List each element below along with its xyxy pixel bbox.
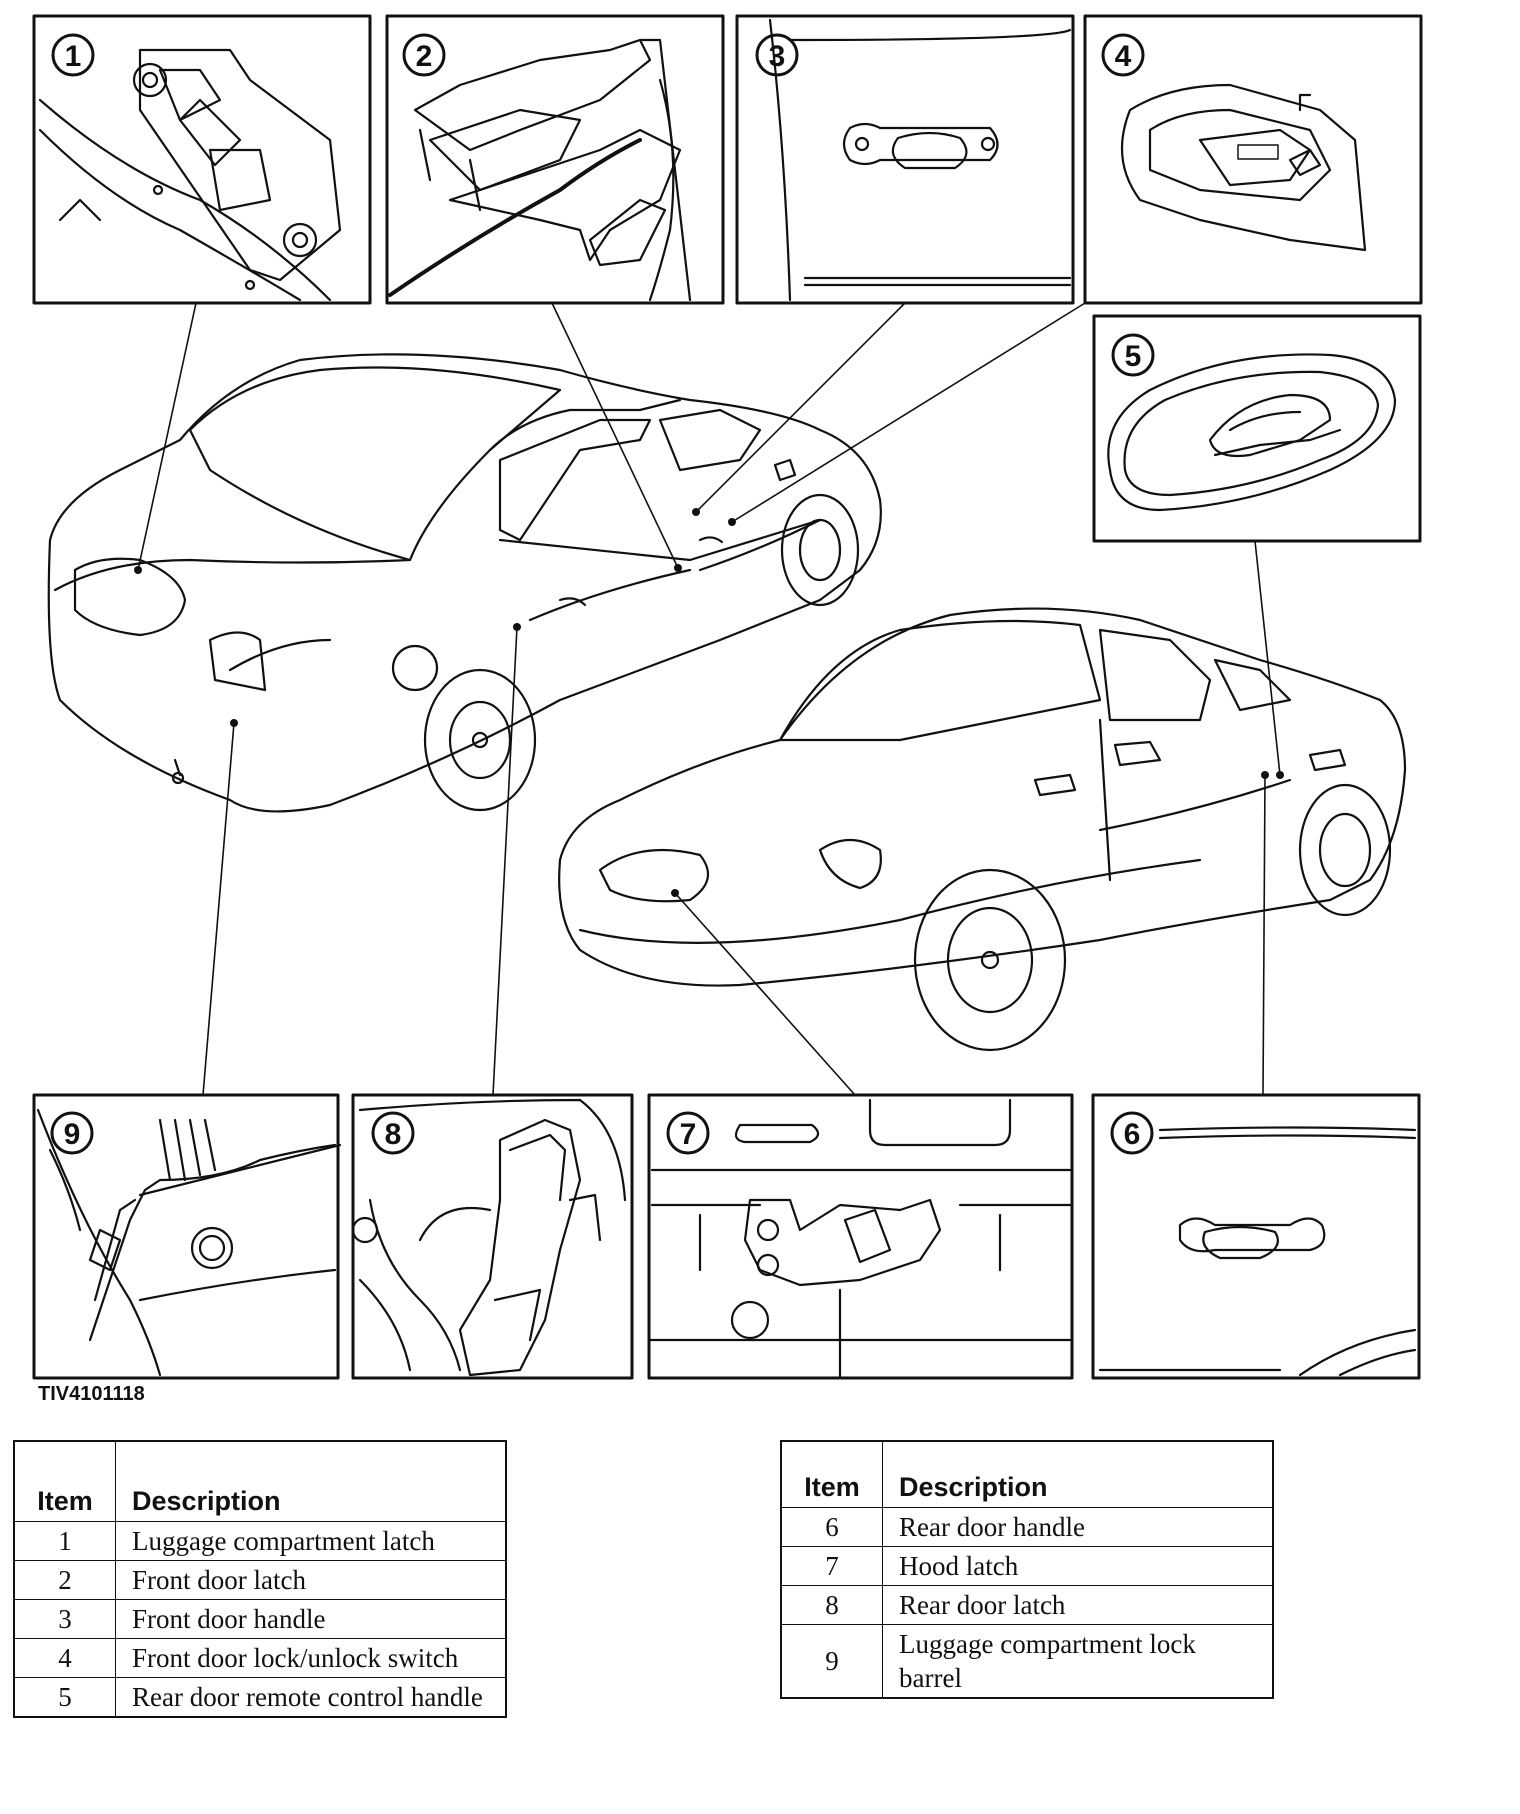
item-description: Rear door latch — [882, 1584, 1274, 1625]
callout-6: 6 — [1124, 1118, 1141, 1151]
callout-5: 5 — [1125, 340, 1142, 373]
item-number: 7 — [780, 1545, 883, 1586]
item-description: Front door latch — [115, 1559, 507, 1600]
callout-9: 9 — [64, 1118, 81, 1151]
item-number: 8 — [780, 1584, 883, 1625]
header-item: Item — [13, 1440, 116, 1522]
table-row: 7 Hood latch — [780, 1545, 1274, 1586]
item-description: Front door handle — [115, 1598, 507, 1639]
callout-8: 8 — [385, 1118, 402, 1151]
item-description: Luggage compartment latch — [115, 1520, 507, 1561]
item-description: Rear door handle — [882, 1506, 1274, 1547]
legend-table-left: Item Description 1 Luggage compartment l… — [13, 1440, 507, 1718]
panel-5 — [1092, 314, 1422, 543]
table-row: 8 Rear door latch — [780, 1584, 1274, 1625]
panel-9 — [32, 1093, 342, 1380]
item-number: 3 — [13, 1598, 116, 1639]
callout-2: 2 — [416, 40, 433, 73]
item-number: 9 — [780, 1623, 883, 1698]
header-description: Description — [882, 1440, 1274, 1508]
item-description: Front door lock/unlock switch — [115, 1637, 507, 1678]
figure-id: TIV4101118 — [38, 1383, 145, 1405]
panel-3 — [735, 14, 1075, 305]
header-item: Item — [780, 1440, 883, 1508]
item-number: 5 — [13, 1676, 116, 1717]
item-description: Hood latch — [882, 1545, 1274, 1586]
leader-dots — [134, 508, 1284, 897]
table-row: 1 Luggage compartment latch — [13, 1520, 507, 1561]
table-row: 9 Luggage compartment lock barrel — [780, 1623, 1274, 1698]
panel-4 — [1083, 14, 1423, 305]
table-row: 3 Front door handle — [13, 1598, 507, 1639]
leader-lines — [137, 302, 1281, 1096]
table-row: 5 Rear door remote control handle — [13, 1676, 507, 1717]
callout-4: 4 — [1115, 40, 1132, 73]
callout-7: 7 — [680, 1118, 697, 1151]
item-description: Luggage compartment lock barrel — [882, 1623, 1274, 1698]
panel-6 — [1091, 1093, 1421, 1380]
car-front-view — [558, 607, 1407, 1052]
item-number: 6 — [780, 1506, 883, 1547]
item-description: Rear door remote control handle — [115, 1676, 507, 1717]
item-number: 2 — [13, 1559, 116, 1600]
locks-diagram: 1 2 3 4 5 6 7 8 9 — [32, 14, 1423, 1380]
legend-table-right: Item Description 6 Rear door handle 7 Ho… — [780, 1440, 1274, 1699]
item-number: 4 — [13, 1637, 116, 1678]
table-row: 4 Front door lock/unlock switch — [13, 1637, 507, 1678]
item-number: 1 — [13, 1520, 116, 1561]
car-rear-view — [47, 353, 882, 813]
table-row: 6 Rear door handle — [780, 1506, 1274, 1547]
callout-1: 1 — [65, 40, 82, 73]
table-row: 2 Front door latch — [13, 1559, 507, 1600]
panel-1 — [32, 14, 372, 305]
header-description: Description — [115, 1440, 507, 1522]
callout-3: 3 — [769, 40, 786, 73]
panel-2 — [385, 14, 725, 305]
panel-7 — [647, 1093, 1074, 1380]
callout-circles — [50, 33, 1155, 1155]
